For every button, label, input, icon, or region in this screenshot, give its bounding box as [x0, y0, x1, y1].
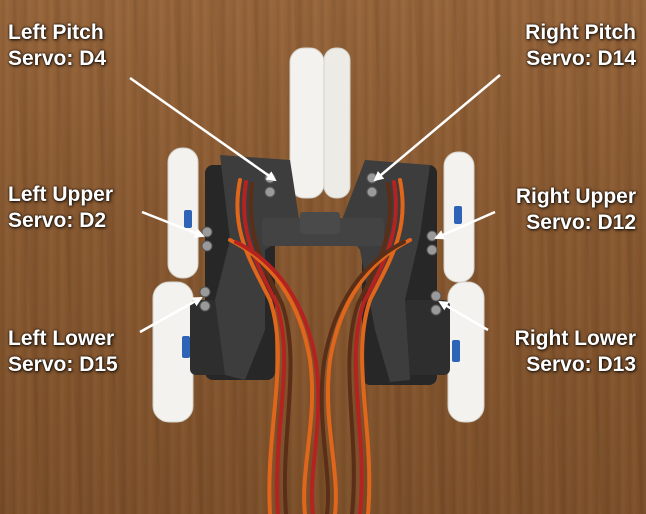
- label-left-pitch: Left Pitch Servo: D4: [8, 20, 106, 72]
- arrow-left-upper: [141, 210, 205, 238]
- label-right-lower-line2: Servo: D13: [526, 353, 636, 376]
- label-right-pitch-line2: Servo: D14: [526, 47, 636, 70]
- label-right-upper-line2: Servo: D12: [526, 211, 636, 234]
- top-legs: [289, 47, 351, 199]
- label-right-lower: Right Lower Servo: D13: [515, 326, 636, 378]
- label-left-upper-line1: Left Upper: [8, 183, 113, 206]
- label-left-lower: Left Lower Servo: D15: [8, 326, 118, 378]
- arrow-right-lower: [438, 300, 489, 332]
- label-left-pitch-line2: Servo: D4: [8, 47, 107, 70]
- label-right-upper: Right Upper Servo: D12: [516, 184, 636, 236]
- label-right-lower-line1: Right Lower: [514, 327, 636, 350]
- arrow-left-lower: [139, 296, 203, 334]
- label-right-upper-line1: Right Upper: [515, 185, 636, 208]
- label-right-pitch-line1: Right Pitch: [525, 21, 636, 44]
- label-left-upper-line2: Servo: D2: [8, 209, 107, 232]
- label-left-lower-line1: Left Lower: [8, 327, 115, 350]
- servo-wires: [228, 178, 412, 514]
- label-left-upper: Left Upper Servo: D2: [8, 182, 113, 234]
- arrow-right-upper: [434, 210, 496, 240]
- label-left-lower-line2: Servo: D15: [8, 353, 118, 376]
- label-left-pitch-line1: Left Pitch: [8, 21, 104, 44]
- label-right-pitch: Right Pitch Servo: D14: [525, 20, 636, 72]
- arrow-right-pitch: [373, 74, 501, 182]
- arrow-left-pitch: [129, 76, 277, 182]
- annotation-arrows: [129, 74, 501, 334]
